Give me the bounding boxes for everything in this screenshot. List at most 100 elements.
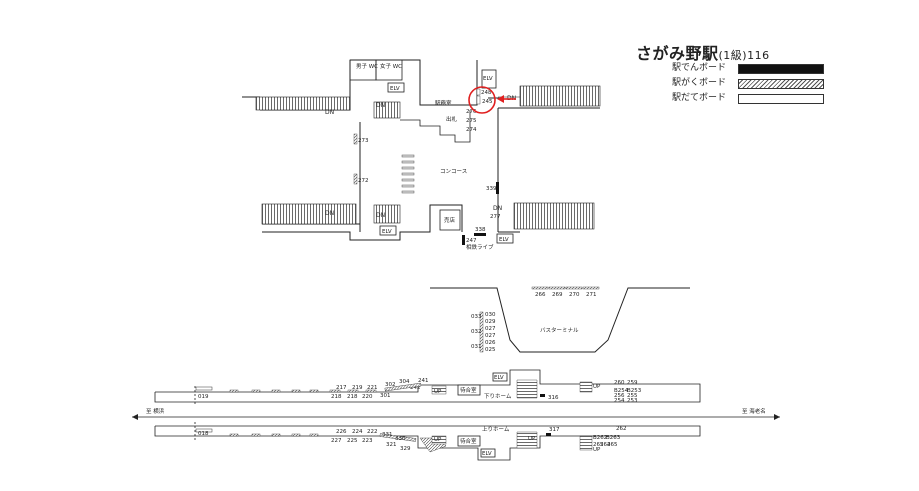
board-label: 225: [347, 438, 358, 444]
ticket-gate-label: 出札: [446, 115, 458, 123]
up-benches: [229, 433, 319, 437]
legend-item-den: 駅でんボード: [672, 61, 824, 76]
board-label: 273: [358, 138, 369, 144]
stairs-up-up-right: [579, 435, 593, 451]
board-label: 247: [466, 238, 477, 244]
board-label: 338: [475, 227, 486, 233]
dn-label: DN: [325, 109, 334, 116]
board-338: [474, 233, 486, 236]
shop: [439, 209, 461, 231]
elevator-bottom-right: [496, 233, 514, 244]
board-label: 222: [367, 429, 378, 435]
elevator-up-platform: [480, 448, 496, 458]
board-label: 260: [614, 380, 625, 386]
board-label: 254: [614, 398, 625, 404]
up-label: UP: [434, 437, 442, 443]
concourse-label: コンコース: [440, 168, 467, 175]
waiting-room-up: [457, 435, 481, 447]
board-label: 264: [600, 442, 611, 448]
station-office-wall: [400, 110, 471, 143]
dn-label: DN: [325, 210, 334, 217]
highlight-circle: [468, 86, 496, 114]
board-label: 262: [616, 426, 627, 432]
board-label: 321: [386, 442, 397, 448]
ticket-gates: [401, 154, 415, 194]
up-label: UP: [593, 384, 601, 390]
board-label: 227: [331, 438, 342, 444]
board-label: 018: [198, 431, 209, 437]
board-label: 218: [347, 394, 358, 400]
bus-board-label: 030: [485, 312, 496, 318]
board-302-304: [384, 382, 422, 392]
station-grade: (1級): [718, 49, 748, 62]
board-label: 265: [593, 442, 604, 448]
elv-label: ELV: [382, 229, 392, 235]
board-245: [476, 95, 481, 105]
stairs-up-platform: [516, 431, 538, 449]
stairs-office: [373, 101, 401, 119]
station-office-label: 駅務室: [435, 99, 452, 107]
legend-swatch-outline: [738, 93, 824, 104]
legend-swatch-solid: [738, 63, 824, 74]
station-code: 116: [747, 49, 770, 62]
board-label: 316: [548, 395, 559, 401]
board-label: 255: [627, 393, 638, 399]
dir-right-label: 至 海老名: [742, 407, 766, 415]
highlight-arrowhead: [497, 95, 504, 103]
bus-board-label: 266: [535, 292, 546, 298]
legend-label: 駅がくボード: [672, 78, 727, 88]
bus-terminal-area: [430, 287, 690, 353]
shop-label: 売店: [444, 216, 456, 224]
bus-board-label: 269: [552, 292, 563, 298]
bus-board-label: 032: [471, 329, 482, 335]
stairs-upper-right: [519, 85, 601, 107]
board-label: 218: [331, 394, 342, 400]
board-label: 259: [627, 380, 638, 386]
board-label: 276: [466, 109, 477, 115]
board-label: 277: [490, 214, 501, 220]
elv-label: ELV: [494, 375, 504, 381]
bus-left-boards: 033 030 029 032 027 027 031 026 025: [471, 311, 496, 353]
board-label: 301: [380, 393, 391, 399]
stairs-down-platform: [516, 379, 538, 399]
board-label: 304: [399, 379, 410, 385]
womens-wc-label: 女子 WC: [380, 62, 402, 70]
down-benches: [229, 389, 377, 393]
stairs-upper-left: [255, 96, 351, 111]
board-label: 221: [367, 385, 378, 391]
station-name: さがみ野駅: [636, 44, 719, 63]
bus-board-label: 029: [485, 319, 496, 325]
stairs-up-up-left: [431, 435, 447, 445]
bus-terminal-label: バスターミナル: [540, 326, 579, 334]
board-label: 224: [352, 429, 363, 435]
board-247: [462, 235, 465, 245]
board-label: B254: [614, 388, 629, 394]
stairs-up-down-right: [579, 381, 593, 393]
legend-label: 駅だてボード: [672, 93, 727, 103]
waiting-room-label: 待合室: [460, 386, 477, 394]
dn-label: DN: [376, 212, 385, 219]
board-317: [546, 433, 551, 436]
board-273: [353, 133, 358, 145]
board-019: [195, 386, 213, 391]
board-018: [195, 428, 213, 433]
up-label: UP: [593, 447, 601, 453]
elevator-bottom-left: [379, 225, 397, 236]
board-label: 265: [607, 442, 618, 448]
board-label: 331: [382, 432, 393, 438]
board-label: 019: [198, 394, 209, 400]
bus-board-label: 271: [586, 292, 597, 298]
board-316: [540, 394, 545, 397]
stairs-lower-left: [261, 203, 357, 225]
elv-label: ELV: [390, 86, 400, 92]
bus-board-label: 033: [471, 314, 482, 320]
board-label: 339: [486, 186, 497, 192]
board-label: 223: [362, 438, 373, 444]
bus-board-label: 026: [485, 340, 496, 346]
board-label: 272: [358, 178, 369, 184]
up-home-label: 上りホーム: [482, 425, 510, 433]
board-label: 248: [481, 90, 492, 96]
legend-item-date: 駅だてボード: [672, 91, 824, 106]
board-label: 217: [336, 385, 347, 391]
